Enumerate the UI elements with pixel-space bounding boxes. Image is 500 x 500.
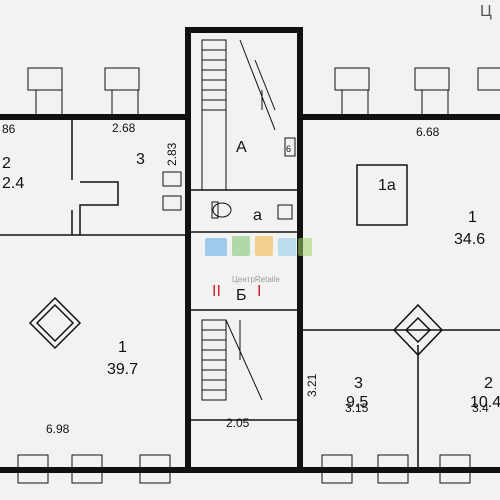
room-right1-area: 34.6: [454, 231, 485, 248]
dim-room3-width: 2.68: [112, 121, 136, 135]
room-right2-number: 2: [484, 375, 493, 392]
walls: [0, 27, 500, 473]
room-right3-number: 3: [354, 375, 363, 392]
room-left1-number: 1: [118, 339, 127, 356]
dim-room3-height: 2.83: [165, 142, 179, 166]
watermark-text: ЦентрRetaile: [232, 275, 280, 284]
dim-left-room1-width: 6.98: [46, 422, 70, 436]
room-right1-number: 1: [468, 209, 477, 226]
watermark-logo: [205, 236, 312, 256]
room-right3-area: 9.5: [346, 394, 368, 411]
room-6-label: 6: [286, 144, 291, 154]
room-a-upper: А: [236, 139, 247, 156]
room-b-upper: Б: [236, 287, 247, 304]
room-b-mark-right: I: [257, 283, 261, 300]
lower-stairs: [201, 319, 263, 401]
room-a-lower: а: [253, 207, 262, 224]
windows-top: [27, 67, 500, 119]
dim-right-room2-width: 3.4: [472, 401, 489, 415]
dim-left-room-width: 86: [2, 122, 16, 136]
room-right2-area: 10.4: [470, 394, 500, 411]
windows-bottom: [17, 454, 471, 484]
corner-text: Ц: [480, 3, 492, 20]
room-left1-area: 39.7: [107, 361, 138, 378]
room-right1a-number: 1а: [378, 177, 396, 194]
room-left3-number: 3: [136, 151, 145, 168]
dim-right-room3-width: 3.15: [345, 401, 369, 415]
dim-right-room3-height: 3.21: [305, 373, 319, 397]
room-left2-area: 2.4: [2, 175, 24, 192]
room-b-mark-left: II: [212, 283, 221, 300]
upper-stairs: [201, 39, 276, 191]
dim-right-room-width: 6.68: [416, 125, 440, 139]
room-left2-number: 2: [2, 155, 11, 172]
dim-stair-width: 2.05: [226, 416, 250, 430]
bathroom-fixtures: [162, 137, 296, 220]
